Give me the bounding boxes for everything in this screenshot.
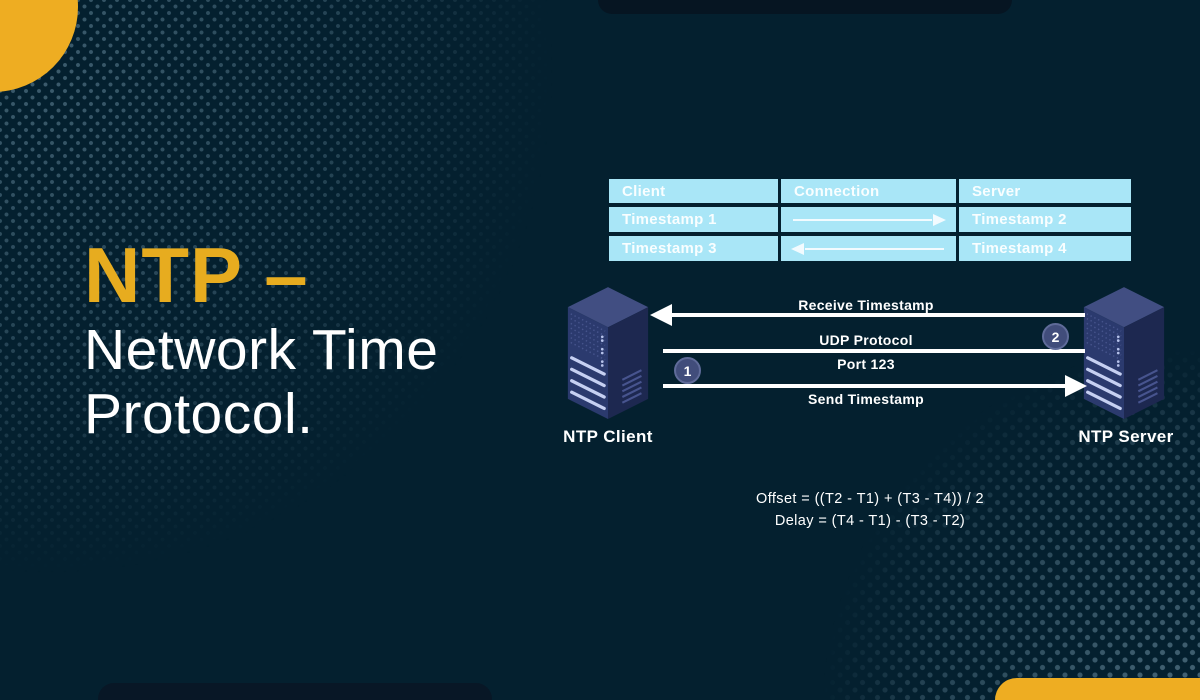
table-cell-timestamp3: Timestamp 3: [609, 236, 778, 261]
arrow-left-icon: [789, 236, 948, 261]
server-node-label: NTP Server: [1078, 427, 1174, 446]
udp-line: [663, 349, 1085, 353]
client-node-label: NTP Client: [563, 427, 653, 446]
step-badge-2: 2: [1042, 323, 1069, 350]
yellow-corner-circle: [0, 0, 78, 92]
table-cell-connection-row1: [781, 207, 956, 232]
table-header-server: Server: [959, 179, 1131, 203]
udp-protocol-label: UDP Protocol: [819, 332, 913, 348]
bottom-edge-tab-dark: [98, 683, 492, 700]
formula-block: Offset = ((T2 - T1) + (T3 - T4)) / 2 Del…: [660, 488, 1080, 532]
table-cell-timestamp4: Timestamp 4: [959, 236, 1131, 261]
delay-formula: Delay = (T4 - T1) - (T3 - T2): [774, 513, 966, 529]
offset-formula: Offset = ((T2 - T1) + (T3 - T4)) / 2: [756, 491, 984, 507]
server-tower-icon: [1082, 287, 1166, 421]
receive-timestamp-label: Receive Timestamp: [798, 297, 934, 313]
port-label: Port 123: [837, 356, 895, 372]
step-badge-1: 1: [674, 357, 701, 384]
table-cell-timestamp1: Timestamp 1: [609, 207, 778, 232]
timestamp-table: Client Connection Server Timestamp 1 Tim…: [609, 179, 1131, 261]
table-cell-timestamp2: Timestamp 2: [959, 207, 1131, 232]
send-timestamp-label: Send Timestamp: [808, 391, 924, 407]
server-tower-icon: [566, 287, 650, 421]
title-line1: Network Time: [84, 318, 439, 382]
bottom-edge-tab-yellow: [995, 678, 1200, 700]
table-cell-connection-row2: [781, 236, 956, 261]
arrow-left-icon: [650, 304, 672, 326]
receive-arrow-line: [668, 313, 1085, 317]
table-header-connection: Connection: [781, 179, 956, 203]
top-edge-tab: [598, 0, 1012, 14]
title-line2: Protocol.: [84, 382, 314, 446]
title-acronym: NTP –: [84, 231, 309, 319]
arrow-right-icon: [789, 207, 948, 232]
title-block: NTP – Network Time Protocol.: [84, 231, 439, 446]
send-arrow-line: [663, 384, 1067, 388]
table-header-client: Client: [609, 179, 778, 203]
arrow-right-icon: [1065, 375, 1087, 397]
